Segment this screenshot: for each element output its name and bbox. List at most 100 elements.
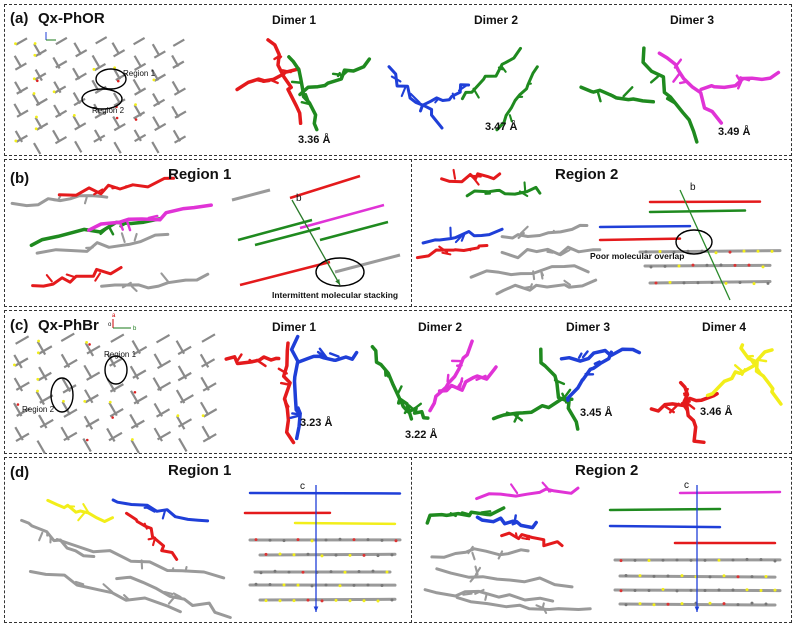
d-region1-gray (74, 580, 85, 586)
atom-dot (390, 553, 394, 557)
qx-phbr-lattice (130, 439, 140, 454)
d-region1-gray (55, 538, 226, 580)
region1-gray-stack (334, 253, 401, 274)
region1-b-axis-arrow (335, 279, 340, 285)
atom-dot (282, 583, 286, 587)
atom-dot (357, 569, 361, 573)
atom-dot (661, 587, 665, 591)
atom-dot (633, 588, 637, 592)
atom-dot (201, 414, 205, 418)
qx-phor-lattice (14, 81, 23, 94)
atom-dot (719, 263, 723, 267)
atom-dot (134, 103, 137, 107)
atom-dot (32, 92, 36, 95)
d-region2-gray (471, 551, 476, 561)
qx-phbr-lattice (155, 408, 171, 418)
panel-d-region-1-heading: Region 1 (168, 462, 232, 479)
atom-dot (37, 339, 41, 343)
region1-red-stack (45, 274, 53, 283)
atom-dot (35, 79, 39, 83)
atom-dot (691, 263, 695, 267)
atom-dot (689, 588, 693, 592)
atom-dot (352, 538, 356, 542)
atom-dot (649, 265, 653, 269)
atom-dot (310, 584, 314, 588)
d-region2-blue (511, 521, 517, 526)
c-dimer1-red-molecule (281, 341, 296, 445)
qx-phbr-lattice (61, 401, 71, 416)
d-region2-gray (474, 588, 485, 595)
d-region1-gray (123, 594, 130, 601)
qx-phor-lattice (73, 42, 82, 55)
region1-gray-stack (130, 285, 138, 293)
atom-dot (773, 559, 777, 563)
atom-dot (134, 118, 138, 121)
atom-dot (728, 250, 732, 254)
atom-dot (268, 582, 272, 586)
dimer2-green-molecule (500, 64, 507, 73)
atom-dot (724, 281, 728, 285)
atom-dot (254, 582, 258, 586)
atom-dot (306, 552, 310, 556)
panel-c-label: (c) (10, 317, 29, 334)
panel-a-dimer-3-label: Dimer 3 (670, 13, 715, 27)
qx-phor-lattice (172, 60, 185, 69)
d-region2-gray (474, 565, 479, 576)
atom-dot (362, 553, 366, 557)
region1-magenta-stack (299, 203, 385, 230)
region1-green-stack (237, 218, 313, 242)
dimer1-green-molecule (298, 57, 372, 97)
panel-b-axis-b-left: b (296, 193, 302, 204)
d-region2-blue-flat (608, 524, 722, 529)
atom-dot (108, 400, 112, 404)
qx-phor-lattice (112, 67, 122, 80)
c-dimer4-red-molecule (685, 401, 696, 410)
qx-phbr-lattice (133, 395, 148, 405)
c-dimer3-green-molecule (561, 392, 568, 404)
qx-phbr-lattice (201, 333, 216, 343)
panel-a-dimer-3-distance: 3.49 Å (718, 126, 751, 138)
region1-gray-stack (120, 232, 126, 244)
qx-phor-lattice (133, 55, 142, 68)
atom-dot (116, 79, 120, 83)
atom-dot (661, 558, 665, 562)
c-dimer2-magenta-molecule (437, 365, 498, 393)
qx-phor-lattice (171, 105, 180, 118)
d-region2-gray (497, 550, 504, 560)
atom-dot (759, 557, 763, 561)
region2-gray-stack (517, 232, 525, 240)
atom-dot (624, 603, 628, 607)
qx-phor-lattice (113, 98, 126, 107)
atom-dot (756, 249, 760, 253)
dimer1-red-molecule (269, 78, 279, 85)
qx-phbr-lattice (109, 357, 124, 367)
c-dimer4-yellow-molecule (740, 368, 747, 376)
qx-phbr-lattice (15, 432, 30, 443)
d-region2-gray (484, 593, 488, 601)
dimer3-green-molecule (622, 86, 634, 98)
c-dimer2-green-molecule (396, 385, 403, 395)
d-region1-yellow (77, 510, 87, 522)
atom-dot (72, 114, 76, 117)
qx-phor-lattice (34, 72, 47, 81)
atom-dot (176, 414, 180, 418)
atom-dot (296, 538, 300, 542)
c-dimer3-blue-molecule (577, 352, 583, 359)
panel-d-axis-c-left: c (300, 481, 305, 492)
atom-dot (745, 557, 749, 561)
dimer2-green-molecule (460, 46, 522, 101)
qx-phbr-lattice (156, 381, 172, 391)
intermittent-stacking-ellipse (315, 257, 365, 287)
qx-phor-lattice (133, 36, 146, 46)
panel-a-region-1-tag: Region 1 (123, 69, 156, 78)
d-region1-gray (184, 566, 188, 573)
d-region2-magenta (475, 486, 580, 501)
qx-phor-lattice (54, 85, 67, 94)
qx-phor-lattice (32, 93, 41, 106)
panel-b-annotation-intermittent: Intermittent molecular stacking (272, 290, 399, 300)
region2-red-stack (452, 168, 457, 180)
d-region2-gray (542, 606, 548, 614)
atom-dot (32, 77, 36, 81)
panel-b-annotation-poor-overlap: Poor molecular overlap (590, 251, 685, 261)
atom-dot (752, 282, 756, 286)
